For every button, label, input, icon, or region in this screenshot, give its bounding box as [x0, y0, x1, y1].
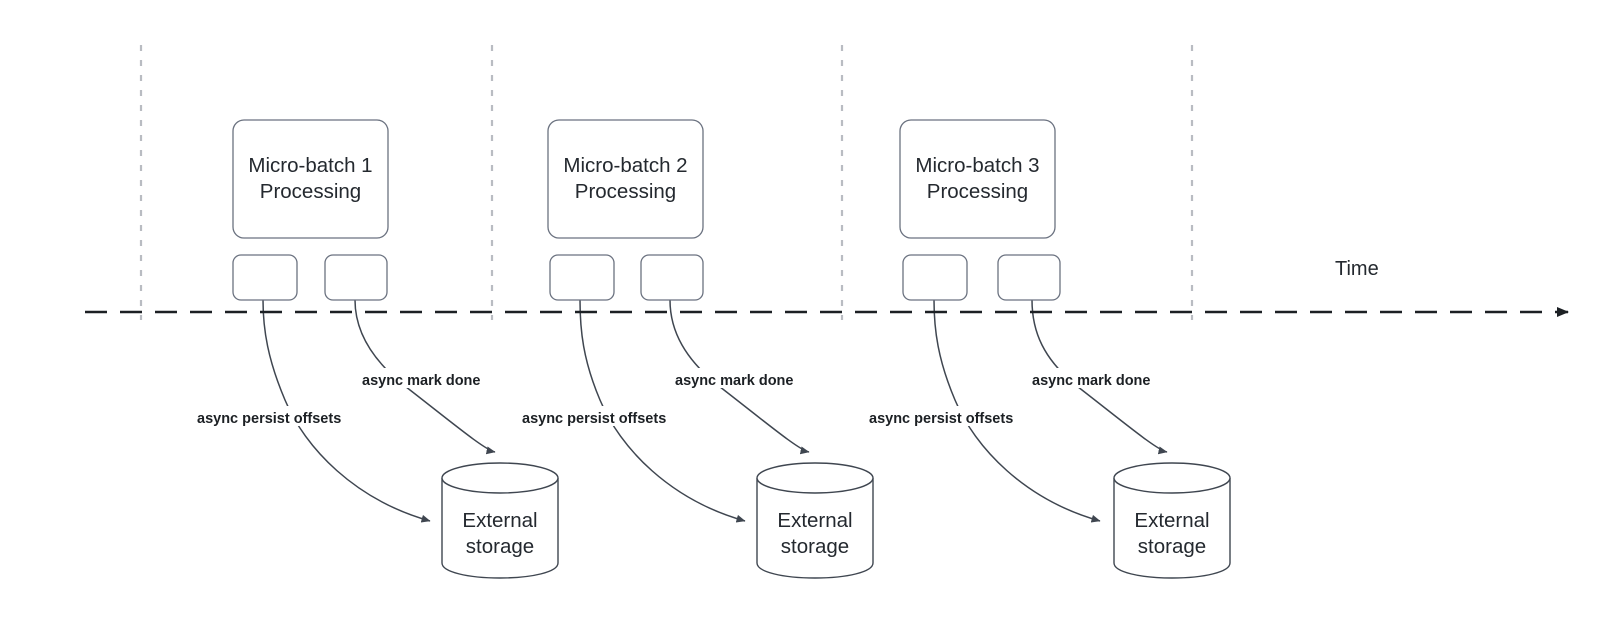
group-2-storage-label-line1: External	[777, 509, 852, 532]
group-1-task-box-left[interactable]	[232, 254, 298, 301]
group-3-persist-label-bg	[868, 406, 1046, 426]
group-1-mark-done-label-bg	[361, 368, 501, 388]
group-1-storage-label-line2: storage	[466, 535, 534, 558]
time-axis-label: Time	[1335, 258, 1379, 280]
group-2-mark-done-label: async mark done	[675, 373, 793, 389]
group-3-processing-box[interactable]	[899, 119, 1056, 239]
group-2-processing-label-line2: Processing	[575, 180, 676, 203]
group-2-external-storage[interactable]: External storage	[756, 462, 874, 579]
group-2-persist-label: async persist offsets	[522, 411, 666, 427]
group-3-external-storage[interactable]: External storage	[1113, 462, 1231, 579]
group-2-processing-box[interactable]	[547, 119, 704, 239]
group-2-storage-label-line2: storage	[781, 535, 849, 558]
group-3-mark-done-arrow	[1031, 299, 1168, 455]
group-2-mark-done-label-bg	[674, 368, 816, 388]
group-1-persist-label-bg	[196, 406, 374, 426]
group-3-storage-label-line1: External	[1134, 509, 1209, 532]
group-1-mark-done-arrow	[354, 299, 496, 455]
group-3-storage-label-line2: storage	[1138, 535, 1206, 558]
group-3-processing-label-line1: Micro-batch 3	[915, 154, 1039, 177]
group-1-mark-done-label: async mark done	[362, 373, 480, 389]
group-1-processing-label-line1: Micro-batch 1	[248, 154, 372, 177]
group-3-mark-done-label-bg	[1031, 368, 1173, 388]
group-3-persist-label: async persist offsets	[869, 411, 1013, 427]
group-2-processing-label-line1: Micro-batch 2	[563, 154, 687, 177]
group-3-task-box-right[interactable]	[997, 254, 1061, 301]
group-1-external-storage[interactable]: External storage	[441, 462, 559, 579]
group-1-task-box-right[interactable]	[324, 254, 388, 301]
group-3-mark-done-label: async mark done	[1032, 373, 1150, 389]
group-2-task-box-left[interactable]	[549, 254, 615, 301]
group-1-processing-box[interactable]	[232, 119, 389, 239]
group-1-processing-label-line2: Processing	[260, 180, 361, 203]
group-1-storage-label-line1: External	[462, 509, 537, 532]
group-3-processing-label-line2: Processing	[927, 180, 1028, 203]
group-2-persist-label-bg	[521, 406, 699, 426]
group-3-task-box-left[interactable]	[902, 254, 968, 301]
group-2-task-box-right[interactable]	[640, 254, 704, 301]
group-2-mark-done-arrow	[669, 299, 810, 455]
group-1-persist-label: async persist offsets	[197, 411, 341, 427]
